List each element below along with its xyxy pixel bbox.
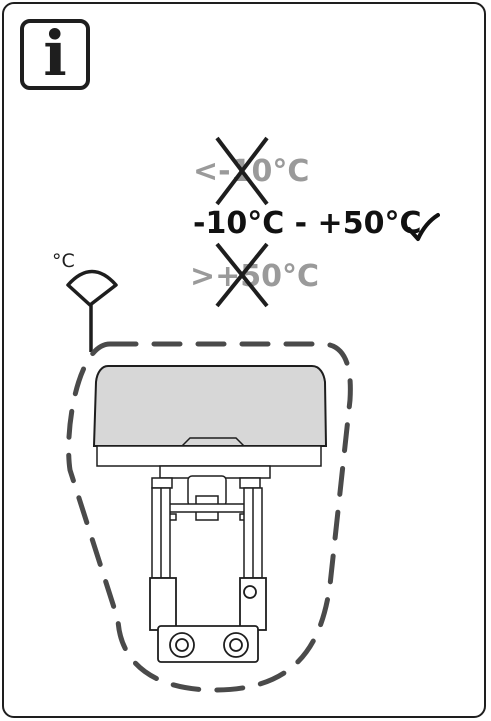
info-icon: i — [20, 19, 90, 90]
panel-frame — [2, 2, 486, 718]
thermometer-probe-icon — [66, 269, 118, 352]
sensor-unit-label: °C — [52, 250, 75, 272]
mounting-bracket — [151, 475, 263, 579]
valve-body — [149, 577, 267, 663]
checkmark-icon — [407, 213, 440, 241]
cross-out-icon — [215, 242, 269, 308]
info-glyph: i — [43, 16, 67, 90]
dashed-temperature-zone — [66, 341, 353, 693]
cross-out-icon — [215, 136, 269, 206]
temperature-allowed-range: -10°C - +50°C — [193, 206, 422, 241]
actuator-housing — [92, 365, 328, 479]
